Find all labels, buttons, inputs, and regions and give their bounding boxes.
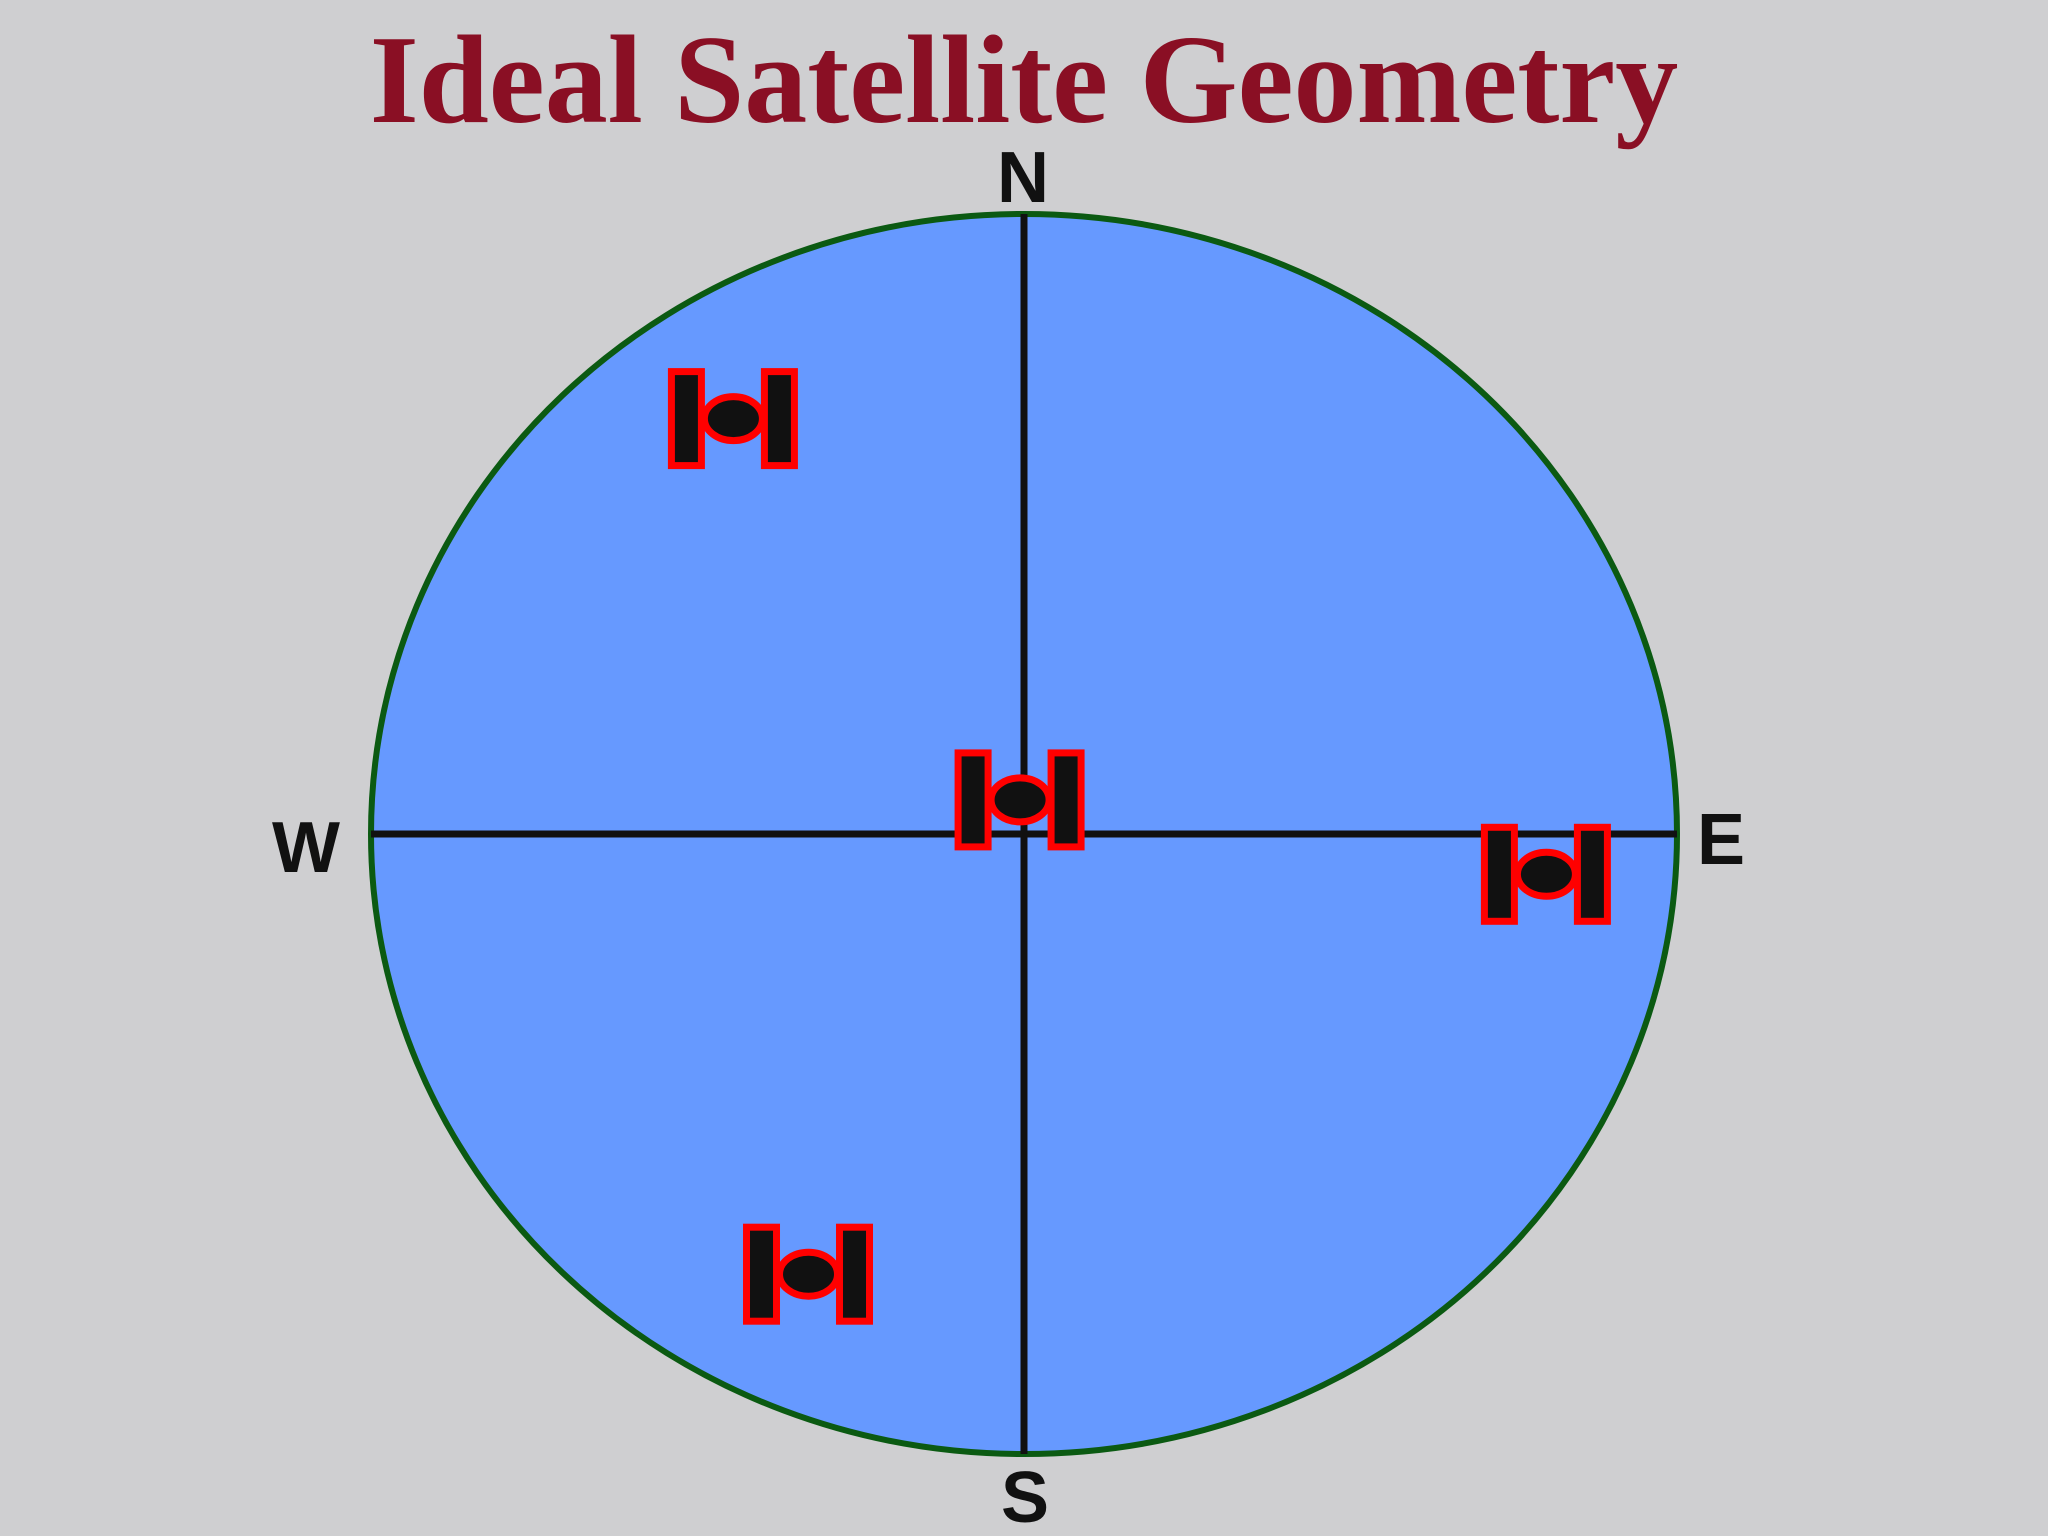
compass-north-label: N (997, 138, 1049, 218)
satellites-group (667, 368, 1611, 1325)
satellite-icon (1480, 823, 1611, 925)
compass-east-label: E (1697, 800, 1745, 880)
satellite-icon (667, 368, 798, 470)
compass-west-label: W (272, 808, 340, 888)
slide-title: Ideal Satellite Geometry (369, 11, 1679, 150)
compass-south-label: S (1001, 1458, 1049, 1536)
satellite-icon (954, 749, 1085, 851)
satellite-icon (743, 1223, 874, 1325)
